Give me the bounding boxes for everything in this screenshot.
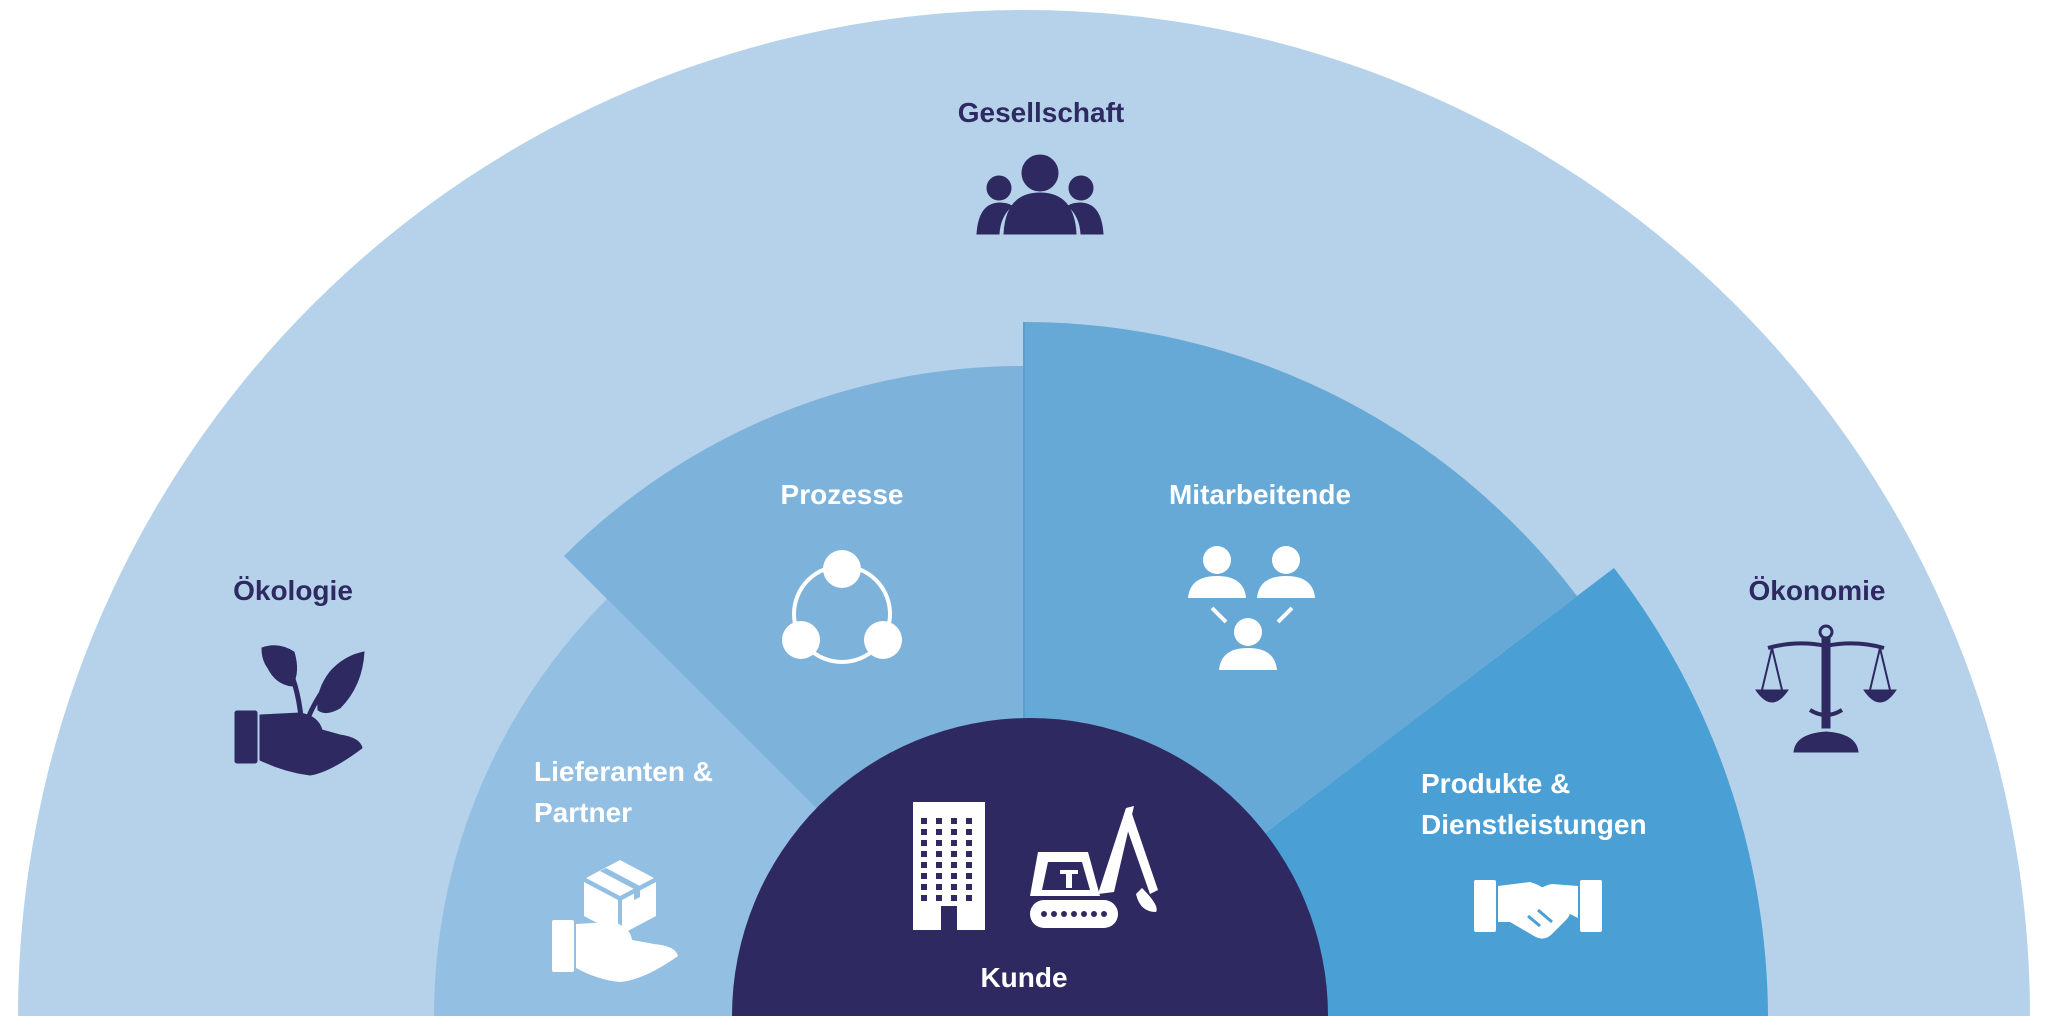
building-window bbox=[966, 851, 972, 857]
people-group-icon bbox=[976, 154, 1104, 235]
building-window bbox=[936, 851, 942, 857]
building-window bbox=[951, 884, 957, 890]
building-window bbox=[936, 862, 942, 868]
scales-icon bbox=[1755, 624, 1897, 753]
team-icon bbox=[1188, 546, 1315, 670]
track-wheel bbox=[1091, 911, 1097, 917]
gesellschaft-label: Gesellschaft bbox=[958, 97, 1125, 128]
track-wheel bbox=[1061, 911, 1067, 917]
lieferanten-label-line2: Partner bbox=[534, 797, 632, 828]
handshake-icon bbox=[1474, 880, 1602, 939]
track-wheel bbox=[1081, 911, 1087, 917]
building-window bbox=[921, 884, 927, 890]
mitarbeitende-label: Mitarbeitende bbox=[1169, 479, 1351, 510]
kunde-core bbox=[732, 718, 1328, 1016]
oekologie-label: Ökologie bbox=[233, 575, 353, 606]
building-window bbox=[966, 873, 972, 879]
building-window bbox=[921, 873, 927, 879]
building-window bbox=[966, 884, 972, 890]
building-icon bbox=[913, 802, 985, 930]
building-window bbox=[966, 862, 972, 868]
oekonomie-label: Ökonomie bbox=[1749, 575, 1886, 606]
building-window bbox=[921, 840, 927, 846]
building-window bbox=[921, 818, 927, 824]
produkte-label-line1: Produkte & bbox=[1421, 768, 1570, 799]
prozesse-label: Prozesse bbox=[781, 479, 904, 510]
building-window bbox=[966, 840, 972, 846]
building-window bbox=[966, 895, 972, 901]
building-window bbox=[936, 829, 942, 835]
building-window bbox=[921, 829, 927, 835]
lieferanten-label-line1: Lieferanten & bbox=[534, 756, 713, 787]
building-window bbox=[936, 895, 942, 901]
building-window bbox=[921, 895, 927, 901]
building-window bbox=[936, 840, 942, 846]
kunde-label: Kunde bbox=[980, 962, 1067, 993]
building-window bbox=[951, 818, 957, 824]
building-window bbox=[936, 818, 942, 824]
hand-plant-icon bbox=[234, 645, 365, 776]
building-window bbox=[951, 840, 957, 846]
building-window bbox=[936, 873, 942, 879]
building-window bbox=[921, 862, 927, 868]
building-window bbox=[966, 818, 972, 824]
building-window bbox=[951, 873, 957, 879]
track-wheel bbox=[1051, 911, 1057, 917]
track-wheel bbox=[1101, 911, 1107, 917]
building-window bbox=[966, 829, 972, 835]
building-window bbox=[951, 862, 957, 868]
track-wheel bbox=[1071, 911, 1077, 917]
building-window bbox=[921, 851, 927, 857]
hand-box-icon bbox=[552, 860, 678, 982]
track-wheel bbox=[1041, 911, 1047, 917]
excavator-icon bbox=[1030, 806, 1158, 928]
building-window bbox=[951, 851, 957, 857]
produkte-label-line2: Dienstleistungen bbox=[1421, 809, 1647, 840]
building-window bbox=[951, 829, 957, 835]
building-window bbox=[951, 895, 957, 901]
cycle-nodes-icon bbox=[782, 550, 902, 664]
building-window bbox=[936, 884, 942, 890]
